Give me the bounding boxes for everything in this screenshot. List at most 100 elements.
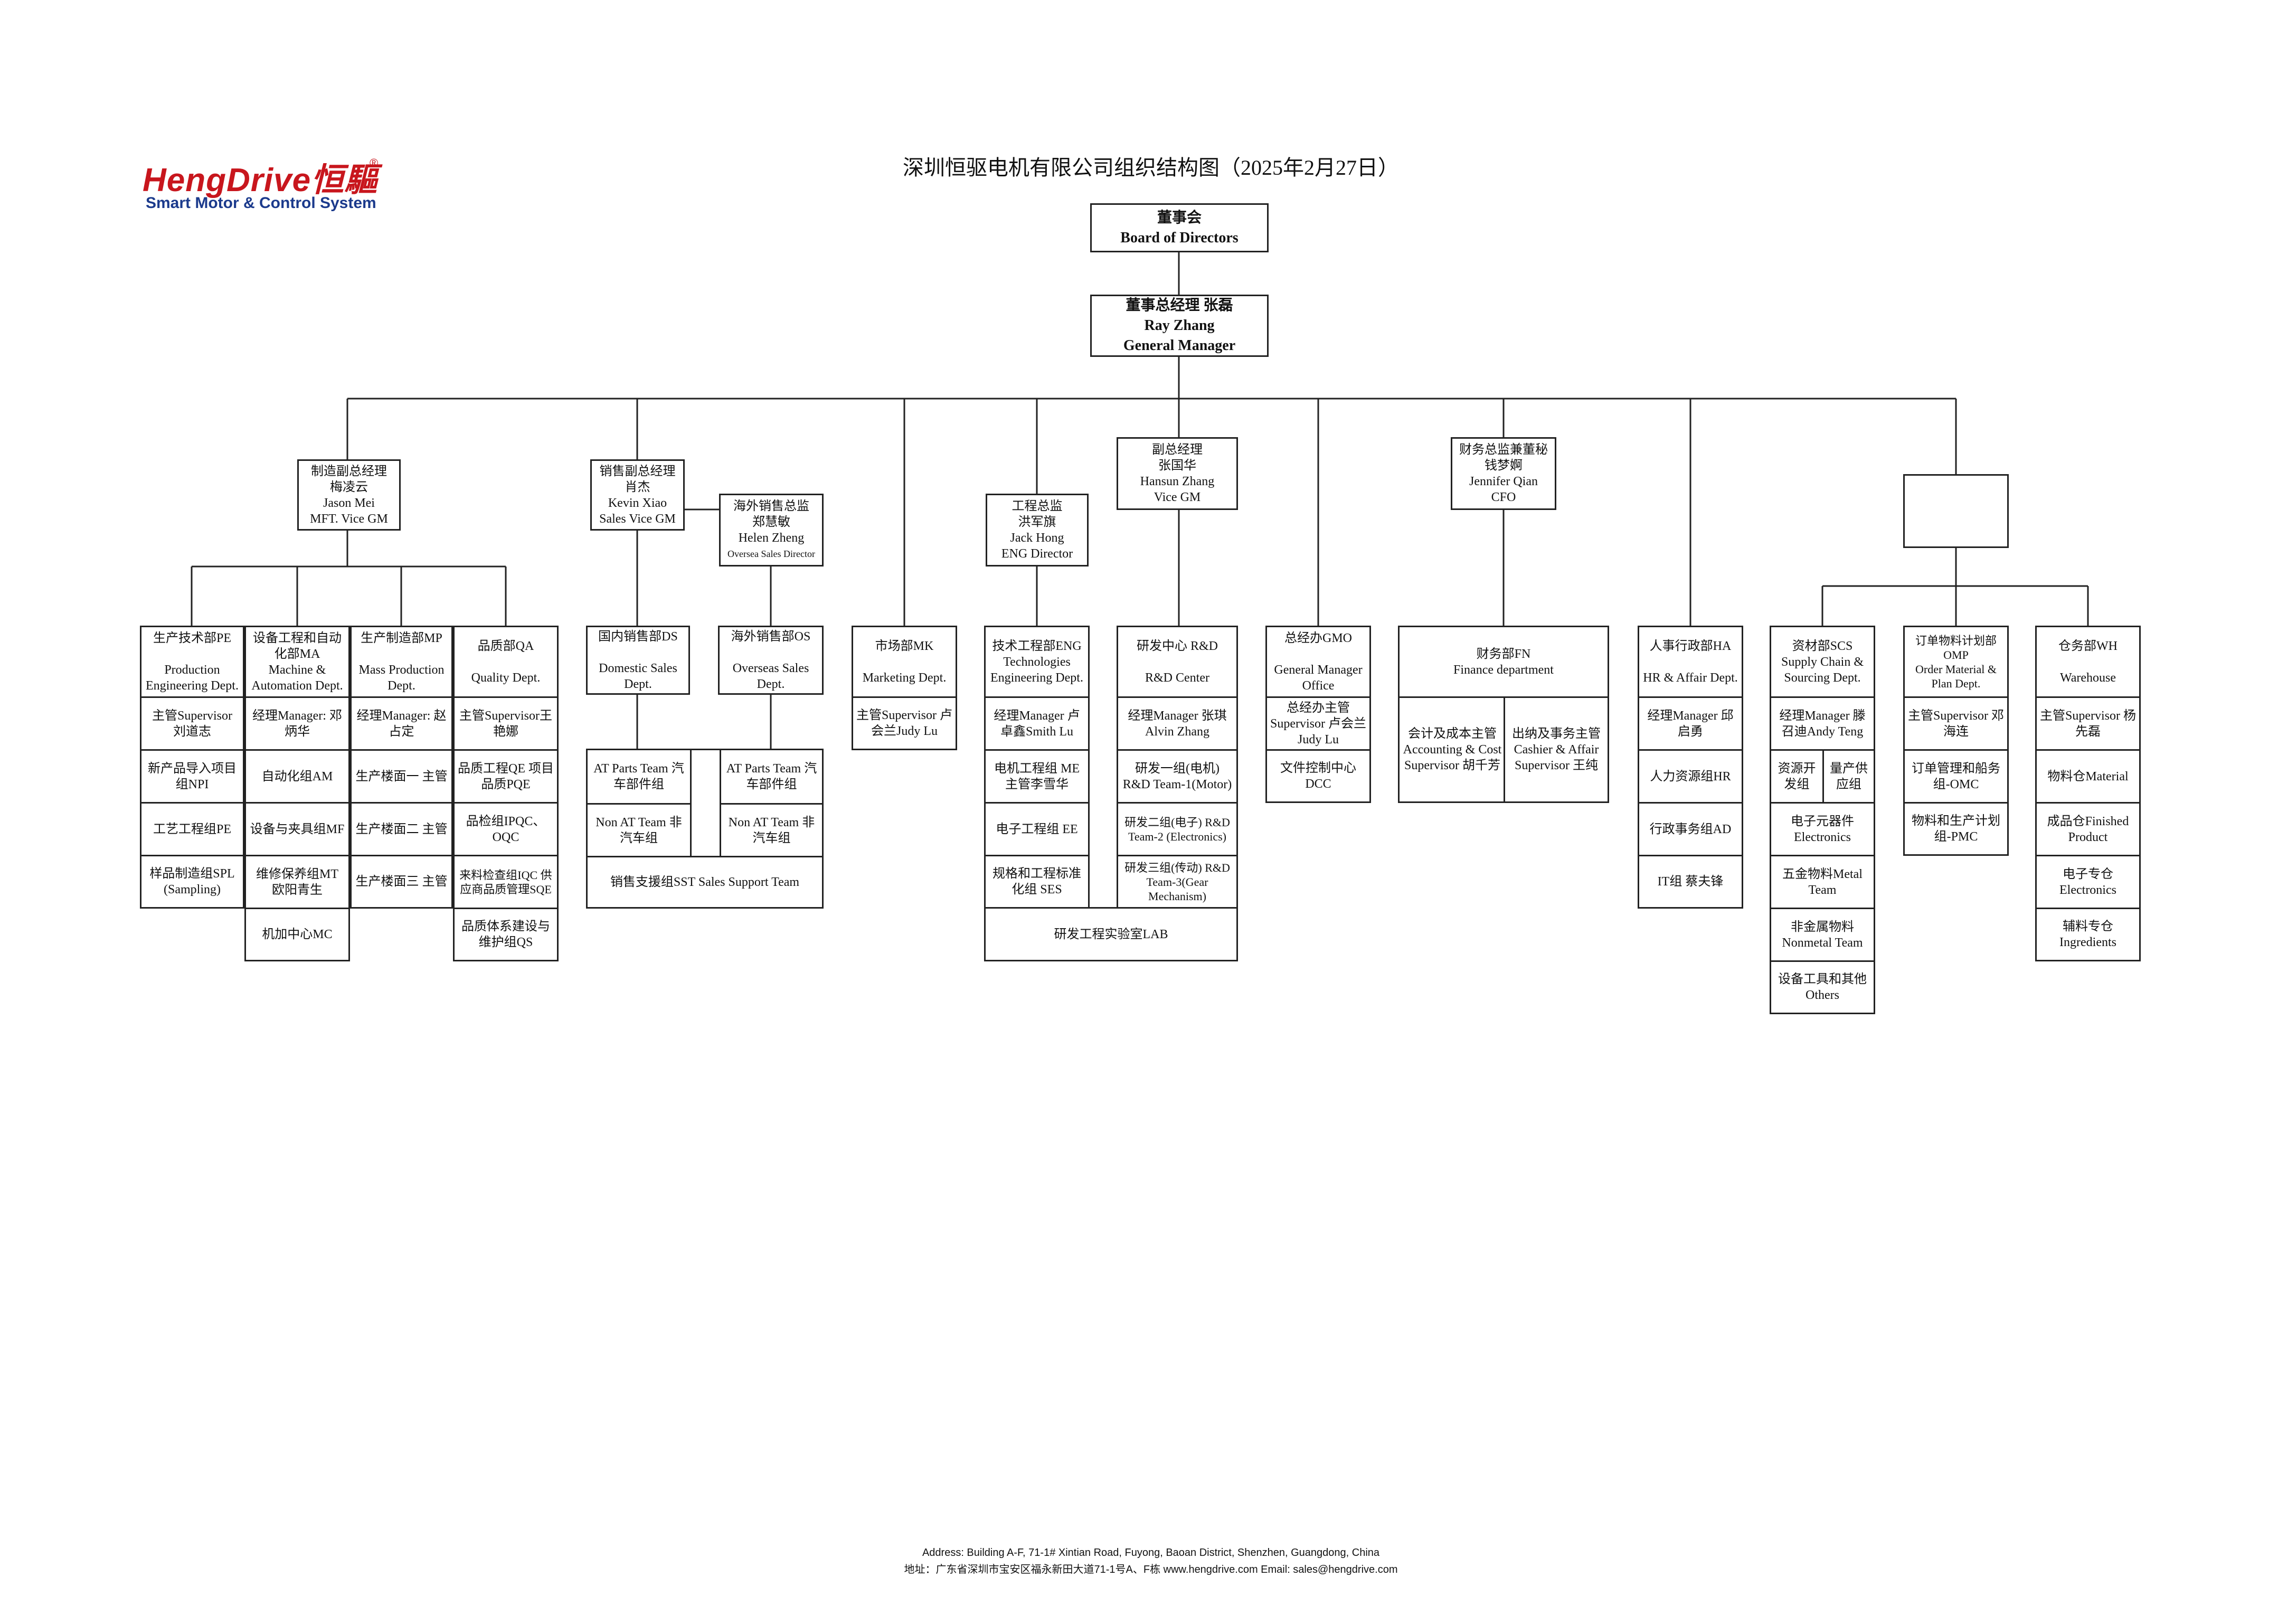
exec-title: 财务总监兼董秘	[1459, 443, 1548, 457]
exec-en-name: Jack Hong	[1010, 531, 1064, 545]
dept-manager: 主管Supervisor 杨先磊	[2037, 696, 2139, 749]
gm-name: Ray Zhang	[1144, 317, 1215, 334]
dept-title: 生产制造部MP	[361, 631, 442, 645]
team-cell: AT Parts Team 汽车部件组	[588, 750, 692, 803]
team-cell: 五金物料Metal Team	[1771, 855, 1874, 908]
exec-cn-name: 肖杰	[625, 480, 650, 494]
exec-title: 海外销售总监	[733, 499, 809, 513]
dept-manager: 总经办主管 Supervisor 卢会兰Judy Lu	[1267, 696, 1369, 749]
exec-role: MFT. Vice GM	[310, 512, 388, 526]
team-cell: 样品制造组SPL (Sampling)	[141, 855, 243, 907]
cashier-supervisor: 出纳及事务主管 Cashier & Affair Supervisor 王纯	[1504, 698, 1608, 801]
gm-cn: 董事总经理 张磊	[1126, 297, 1233, 314]
team-cell: 设备工具和其他 Others	[1771, 960, 1874, 1013]
gm-role: General Manager	[1123, 337, 1236, 354]
lab-label: 研发工程实验室LAB	[1054, 927, 1168, 941]
dept-en: Production Engineering Dept.	[146, 663, 239, 693]
logo-tagline: Smart Motor & Control System	[146, 194, 376, 212]
team-cell: 物料和生产计划组-PMC	[1905, 802, 2007, 854]
dept-title: 人事行政部HA	[1649, 639, 1732, 653]
dept-en: Quality Dept.	[471, 671, 541, 685]
dept-en: Order Material & Plan Dept.	[1915, 662, 1997, 690]
dept-manager: 经理Manager: 邓炳华	[246, 696, 348, 749]
dept-title: 财务部FN	[1476, 647, 1531, 661]
exec-en-name: Kevin Xiao	[608, 496, 667, 510]
exec-en-name: Jennifer Qian	[1469, 475, 1538, 488]
exec-role: ENG Director	[1001, 547, 1073, 561]
exec-en-name: Jason Mei	[323, 496, 375, 510]
dept-manager: 经理Manager 滕召迪Andy Teng	[1771, 696, 1874, 749]
team-cell: 行政事务组AD	[1639, 802, 1742, 855]
team-cell: 品质工程QE 项目品质PQE	[455, 749, 557, 802]
team-cell: 新产品导入项目组NPI	[141, 749, 243, 802]
exec-role: CFO	[1491, 490, 1516, 504]
dept-en: Supply Chain & Sourcing Dept.	[1781, 655, 1864, 685]
team-cell: 物料仓Material	[2037, 749, 2139, 802]
dept-title: 设备工程和自动化部MA	[253, 631, 342, 661]
team-cell: AT Parts Team 汽车部件组	[720, 750, 822, 803]
team-cell: 来料检查组IQC 供应商品质管理SQE	[455, 855, 557, 908]
team-cell: 生产楼面三 主管	[352, 855, 451, 907]
company-logo: HengDrive恒驅 ® Smart Motor & Control Syst…	[143, 153, 391, 222]
dept-title: 技术工程部ENG	[992, 639, 1082, 653]
footer-address-en: Address: Building A-F, 71-1# Xintian Roa…	[922, 1547, 1380, 1559]
dept-title: 订单物料计划部OMP	[1915, 634, 1997, 662]
team-cell: 辅料专仓 Ingredients	[2037, 908, 2139, 960]
dept-manager: 主管Supervisor 卢会兰Judy Lu	[853, 696, 956, 749]
team-cell: 维修保养组MT 欧阳青生	[246, 855, 348, 908]
exec-cn-name: 梅凌云	[329, 480, 368, 494]
exec-title: 销售副总经理	[599, 464, 676, 478]
team-cell: 规格和工程标准化组 SES	[986, 855, 1088, 907]
team-cell: Non AT Team 非汽车组	[588, 803, 692, 856]
dept-manager: 经理Manager: 赵占定	[352, 696, 451, 749]
registered-mark: ®	[370, 156, 379, 169]
logo-wordmark: HengDrive恒驅	[143, 162, 378, 199]
team-cell: 工艺工程组PE	[141, 802, 243, 855]
exec-title: 副总经理	[1151, 443, 1203, 457]
exec-en-name: Helen Zheng	[738, 531, 805, 545]
dept-title: 生产技术部PE	[153, 631, 231, 645]
dept-en: Marketing Dept.	[862, 671, 947, 685]
dept-en: HR & Affair Dept.	[1643, 671, 1738, 685]
page-title: 深圳恒驱电机有限公司组织结构图（2025年2月27日）	[903, 156, 1399, 180]
dept-en: Machine & Automation Dept.	[251, 663, 343, 693]
dept-title: 国内销售部DS	[598, 629, 678, 644]
exec-title: 制造副总经理	[310, 464, 387, 478]
exec-role: Sales Vice GM	[599, 512, 676, 526]
dept-manager: 经理Manager 邱启勇	[1639, 696, 1742, 749]
board-cn: 董事会	[1157, 209, 1202, 226]
dept-title: 资材部SCS	[1792, 639, 1853, 653]
team-cell: 设备与夹具组MF	[246, 802, 348, 855]
dept-en: Overseas Sales Dept.	[732, 661, 809, 691]
exec-en-name: Hansun Zhang	[1140, 475, 1215, 488]
team-cell: 生产楼面二 主管	[352, 802, 451, 855]
dept-title: 总经办GMO	[1284, 631, 1352, 645]
team-cell: 电子元器件 Electronics	[1771, 802, 1874, 855]
accounting-supervisor: 会计及成本主管 Accounting & Cost Supervisor 胡千芳	[1403, 727, 1502, 772]
team-cell: 文件控制中心 DCC	[1267, 749, 1369, 801]
sales-support-team: 销售支援组SST Sales Support Team	[588, 856, 822, 907]
dept-title: 海外销售部OS	[731, 629, 811, 644]
vacant-position-box	[1903, 474, 2009, 548]
exec-cn-name: 洪军旗	[1018, 515, 1056, 529]
exec-role: Vice GM	[1154, 490, 1201, 504]
team-cell: 研发三组(传动) R&D Team-3(Gear Mechanism)	[1118, 855, 1236, 907]
footer-address-cn: 地址：广东省深圳市宝安区福永新田大道71-1号A、F栋 www.hengdriv…	[904, 1564, 1398, 1575]
page-footer: Address: Building A-F, 71-1# Xintian Roa…	[739, 1544, 1563, 1578]
exec-cn-name: 张国华	[1158, 459, 1196, 473]
